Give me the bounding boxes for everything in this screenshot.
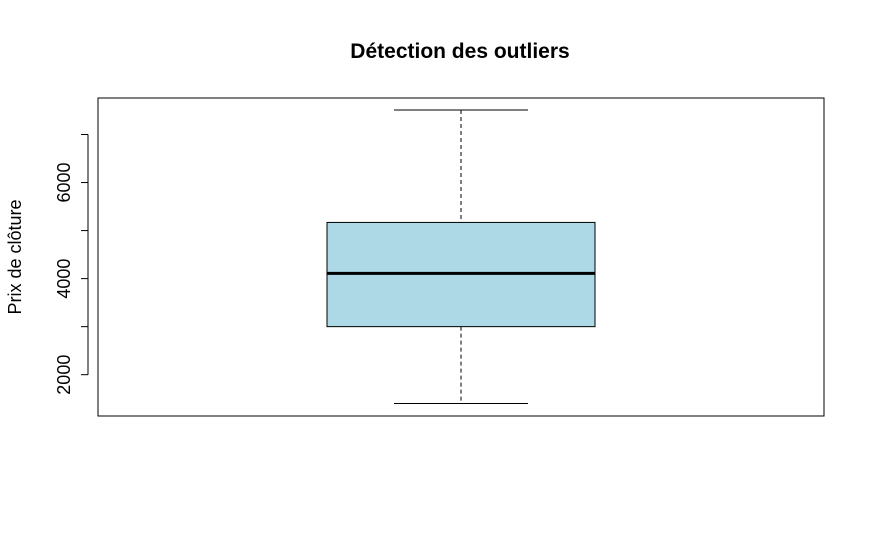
y-tick-label: 2000 — [54, 355, 74, 395]
plot-frame — [97, 97, 825, 417]
box-group — [326, 109, 596, 405]
chart-title: Détection des outliers — [350, 40, 569, 63]
y-tick-label: 4000 — [54, 259, 74, 299]
y-axis: 2000 4000 6000 — [54, 134, 89, 395]
y-axis-label: Prix de clôture — [5, 199, 25, 314]
y-tick-label: 6000 — [54, 163, 74, 203]
